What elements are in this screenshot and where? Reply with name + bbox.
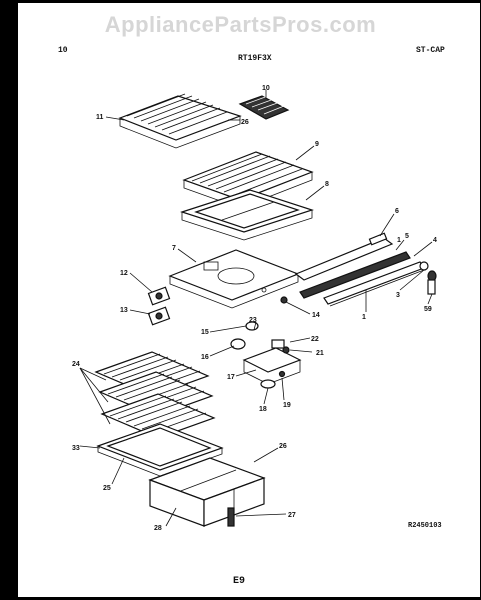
callout-19: 19 xyxy=(283,402,291,409)
callout-26-b: 26 xyxy=(279,443,287,450)
callout-22: 22 xyxy=(311,336,319,343)
callout-25: 25 xyxy=(103,485,111,492)
callout-33: 33 xyxy=(72,445,80,452)
screw-27 xyxy=(227,507,235,527)
rails-group xyxy=(294,232,425,307)
callout-9: 9 xyxy=(315,141,319,148)
wire-shelf-9 xyxy=(182,151,314,209)
callout-23: 23 xyxy=(249,317,257,324)
leader-lines xyxy=(79,90,433,527)
grille-10 xyxy=(238,95,290,120)
callout-5: 5 xyxy=(405,233,409,240)
watermark: AppliancePartsPros.com xyxy=(104,12,377,37)
control-housing-17 xyxy=(242,346,302,389)
callout-10: 10 xyxy=(262,85,270,92)
callout-11: 11 xyxy=(96,114,104,121)
callout-13: 13 xyxy=(120,307,128,314)
callout-labels: 1 1 3 4 5 6 7 8 9 10 11 12 13 14 15 16 1… xyxy=(72,85,437,532)
clips-12-13 xyxy=(147,286,171,326)
callout-17: 17 xyxy=(227,374,235,381)
callout-15: 15 xyxy=(201,329,209,336)
callout-27: 27 xyxy=(288,512,296,519)
plate-7 xyxy=(168,249,300,309)
callout-1-rail: 1 xyxy=(362,314,366,321)
callout-12: 12 xyxy=(120,270,128,277)
callout-1: 1 xyxy=(397,237,401,244)
screw-14 xyxy=(280,296,288,304)
wire-shelf-11 xyxy=(118,93,242,149)
page-code: E9 xyxy=(233,576,246,587)
model-number: RT19F3X xyxy=(238,54,272,63)
header-right-code: ST-CAP xyxy=(416,46,445,55)
callout-28: 28 xyxy=(154,525,162,532)
crisper-drawers-28 xyxy=(148,457,266,527)
callout-16: 16 xyxy=(201,354,209,361)
callout-7: 7 xyxy=(172,245,176,252)
fasteners-3-59 xyxy=(419,261,437,295)
callout-21: 21 xyxy=(316,350,324,357)
callout-4: 4 xyxy=(433,237,437,244)
callout-26: 26 xyxy=(241,119,249,126)
callout-8: 8 xyxy=(325,181,329,188)
callout-24: 24 xyxy=(72,361,80,368)
callout-14: 14 xyxy=(312,312,320,319)
callout-59: 59 xyxy=(424,306,432,313)
wire-shelves-24 xyxy=(94,351,216,439)
callout-3: 3 xyxy=(396,292,400,299)
shelf-frame-8 xyxy=(180,189,314,241)
callout-6: 6 xyxy=(395,208,399,215)
small-parts-15-16-22-23 xyxy=(230,321,285,350)
header-left-code: 10 xyxy=(58,46,68,55)
reference-code: R2450103 xyxy=(408,522,442,530)
callout-18: 18 xyxy=(259,406,267,413)
